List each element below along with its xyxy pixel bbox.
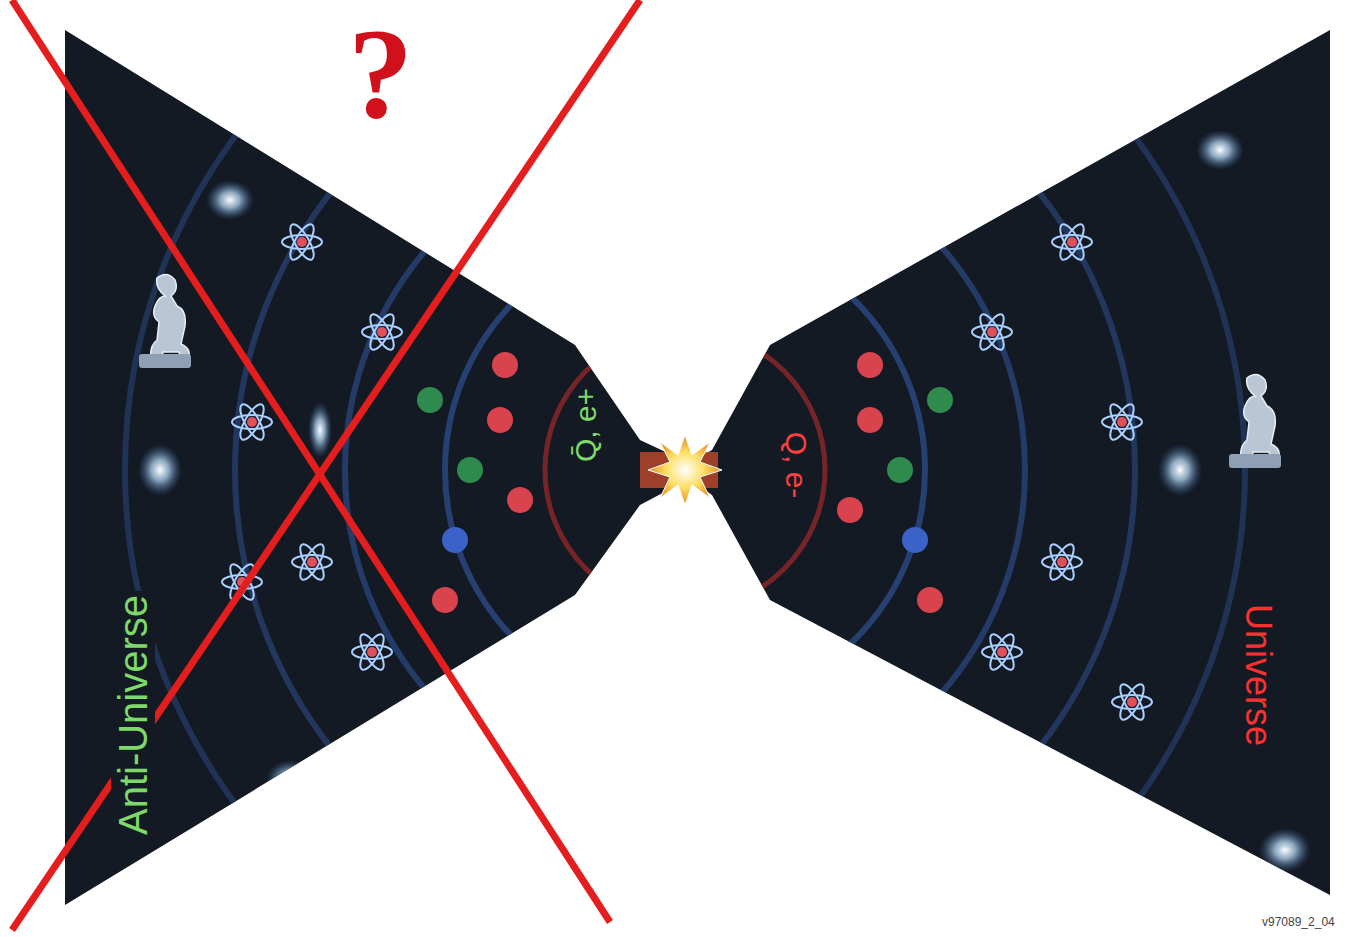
universe-panel: Q, e- Universe bbox=[690, 30, 1330, 895]
panel-outline bbox=[65, 30, 680, 905]
question-mark: ? bbox=[348, 8, 413, 138]
universe-panel: Q̄, e+ Anti-Universe bbox=[65, 30, 680, 905]
particle-label: Q, e- bbox=[779, 428, 813, 503]
panel-title: Anti-Universe bbox=[111, 591, 155, 839]
particle-label: Q̄, e+ bbox=[569, 384, 603, 466]
panel-title: Universe bbox=[1238, 600, 1278, 750]
figure-id: v97089_2_04 bbox=[1262, 916, 1335, 928]
